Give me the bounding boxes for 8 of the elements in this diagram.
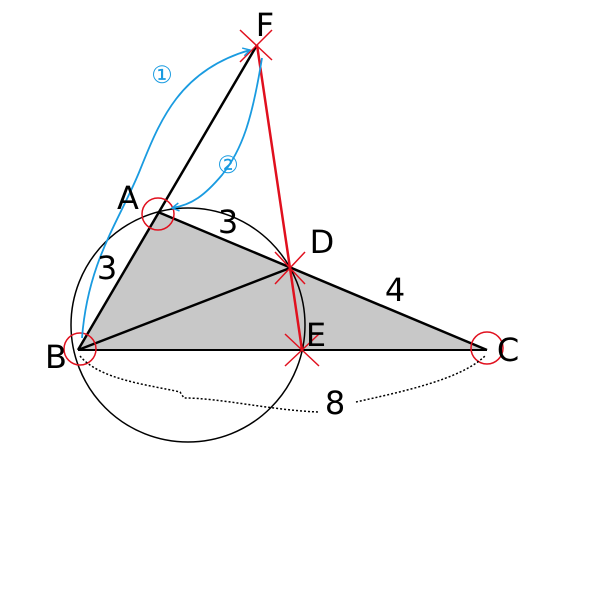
length-label: 8 — [324, 387, 346, 419]
point-label: F — [256, 9, 274, 41]
point-label: B — [45, 341, 67, 373]
point-label: D — [310, 226, 334, 258]
length-label: 3 — [96, 252, 118, 284]
length-label: 4 — [384, 274, 406, 306]
length-label: 3 — [218, 206, 238, 238]
step-number: ① — [151, 63, 173, 87]
